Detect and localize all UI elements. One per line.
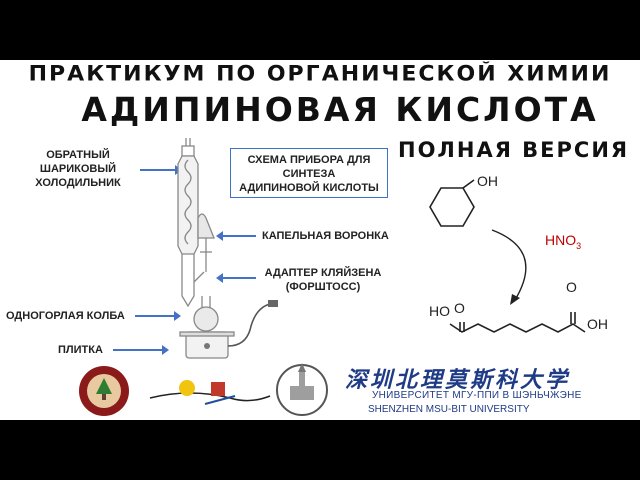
scheme-box: СХЕМА ПРИБОРА ДЛЯ СИНТЕЗА АДИПИНОВОЙ КИС…	[230, 148, 388, 198]
compound-title: АДИПИНОВАЯ КИСЛОТА	[81, 90, 599, 129]
adapter-label-line2: (ФОРШТОСС)	[285, 281, 361, 293]
acid-ho-label: HO	[429, 303, 450, 319]
condenser-label-line1: ОБРАТНЫЙ	[46, 149, 110, 161]
reagent-formula: HNO	[545, 232, 577, 248]
apparatus-drawing	[79, 138, 586, 416]
plate-label: ПЛИТКА	[58, 344, 103, 356]
cyclohexanol-oh-label: OH	[477, 173, 498, 189]
scheme-box-line3: АДИПИНОВОЙ КИСЛОТЫ	[239, 182, 379, 194]
adapter-arrow	[216, 273, 256, 283]
power-cable	[227, 303, 271, 347]
reagent-subscript: 3	[576, 240, 582, 251]
ketone-o-left: O	[454, 300, 465, 316]
adapter-label: АДАПТЕР КЛЯЙЗЕНА (ФОРШТОСС)	[262, 266, 384, 294]
university-name-russian: УНИВЕРСИТЕТ МГУ-ППИ В ШЭНЬЧЖЭНЕ	[372, 390, 582, 401]
version-title: ПОЛНАЯ ВЕРСИЯ	[398, 138, 630, 162]
acid-oh-label: OH	[587, 316, 608, 332]
condenser-top	[181, 145, 195, 157]
condenser-label-line2: ШАРИКОВЫЙ	[39, 163, 117, 175]
adipic-acid-structure	[449, 312, 586, 333]
university-name-chinese: 深圳北理莫斯科大学	[345, 368, 571, 393]
university-name-english: SHENZHEN MSU-BIT UNIVERSITY	[368, 404, 530, 415]
funnel-body	[197, 213, 215, 239]
course-title: ПРАКТИКУМ ПО ОРГАНИЧЕСКОЙ ХИМИИ	[28, 62, 612, 87]
condenser-jacket	[177, 155, 199, 255]
msu-bit-emblem	[149, 380, 271, 405]
ketone-o-right: O	[566, 279, 577, 295]
condenser-label-line3: ХОЛОДИЛЬНИК	[35, 177, 121, 189]
flask-arrow	[135, 311, 181, 321]
bit-logo	[79, 366, 129, 416]
funnel-arrow	[216, 231, 256, 241]
scheme-box-line2: СИНТЕЗА	[282, 168, 336, 180]
condenser-label: ОБРАТНЫЙ ШАРИКОВЫЙ ХОЛОДИЛЬНИК	[18, 148, 138, 190]
cyclohexanol-structure	[429, 179, 475, 227]
scheme-box-line1: СХЕМА ПРИБОРА ДЛЯ	[247, 154, 371, 166]
reagent-label: HNO3	[545, 232, 581, 251]
reaction-arrow	[491, 229, 527, 301]
funnel-label: КАПЕЛЬНАЯ ВОРОНКА	[262, 230, 389, 242]
msu-logo	[276, 363, 328, 416]
slide: ПРАКТИКУМ ПО ОРГАНИЧЕСКОЙ ХИМИИ АДИПИНОВ…	[0, 60, 640, 420]
adapter-label-line1: АДАПТЕР КЛЯЙЗЕНА	[264, 267, 382, 279]
flask-label: ОДНОГОРЛАЯ КОЛБА	[6, 310, 125, 322]
flask-body	[193, 306, 219, 332]
plate-arrow	[113, 345, 169, 355]
